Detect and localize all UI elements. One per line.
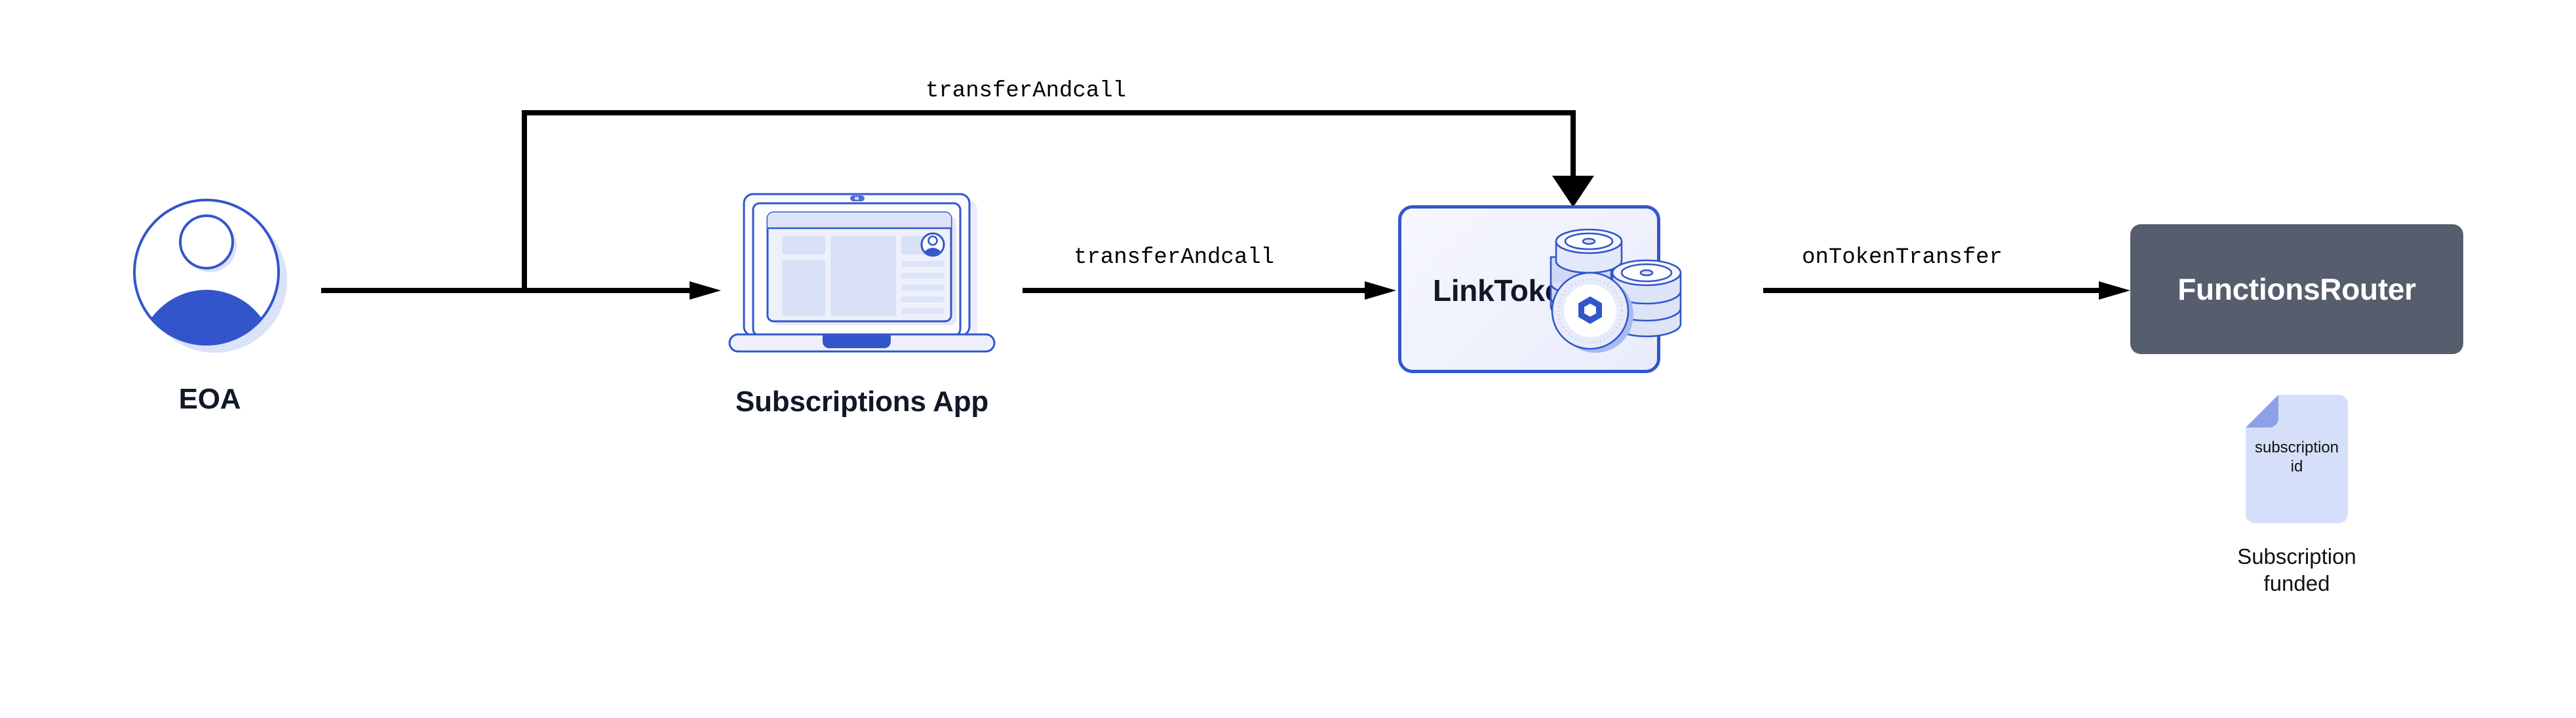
document-caption-line2: funded	[2263, 571, 2330, 595]
node-label-eoa: EOA	[178, 383, 241, 415]
edge-label-transferandcall-mid: transferAndcall	[1074, 245, 1275, 270]
edge-eoa-to-app	[321, 281, 721, 300]
node-eoa[interactable]: EOA	[98, 190, 321, 416]
document-inner-label-line1: subscription	[2254, 439, 2339, 456]
link-coin-stack-icon	[1550, 228, 1682, 353]
node-functionsrouter[interactable]: FunctionsRouter	[2130, 224, 2463, 354]
laptop-icon	[728, 193, 996, 353]
node-label-functionsrouter: FunctionsRouter	[2177, 272, 2416, 306]
document-caption: Subscription funded	[2130, 543, 2463, 597]
document-icon-wrapper: subscription id	[2244, 393, 2349, 525]
node-linktoken[interactable]: LinkToken	[1398, 205, 1682, 373]
node-label-subscriptions-app: Subscriptions App	[735, 386, 989, 418]
edge-label-transferandcall-top: transferAndcall	[926, 79, 1127, 104]
user-avatar-icon	[133, 199, 287, 353]
document-caption-line1: Subscription	[2237, 544, 2356, 568]
edge-linktoken-to-router	[1763, 281, 2130, 300]
edge-app-to-linktoken	[1023, 281, 1396, 300]
document-inner-label-line2: id	[2290, 458, 2303, 475]
node-subscription-document[interactable]: subscription id Subscription funded	[2130, 393, 2463, 597]
node-subscriptions-app[interactable]: Subscriptions App	[708, 185, 1016, 418]
document-file-icon	[2246, 395, 2348, 523]
edge-top-transferandcall	[522, 110, 1594, 290]
edge-label-ontokentransfer: onTokenTransfer	[1802, 245, 2003, 270]
document-inner-label: subscription id	[2244, 438, 2349, 476]
